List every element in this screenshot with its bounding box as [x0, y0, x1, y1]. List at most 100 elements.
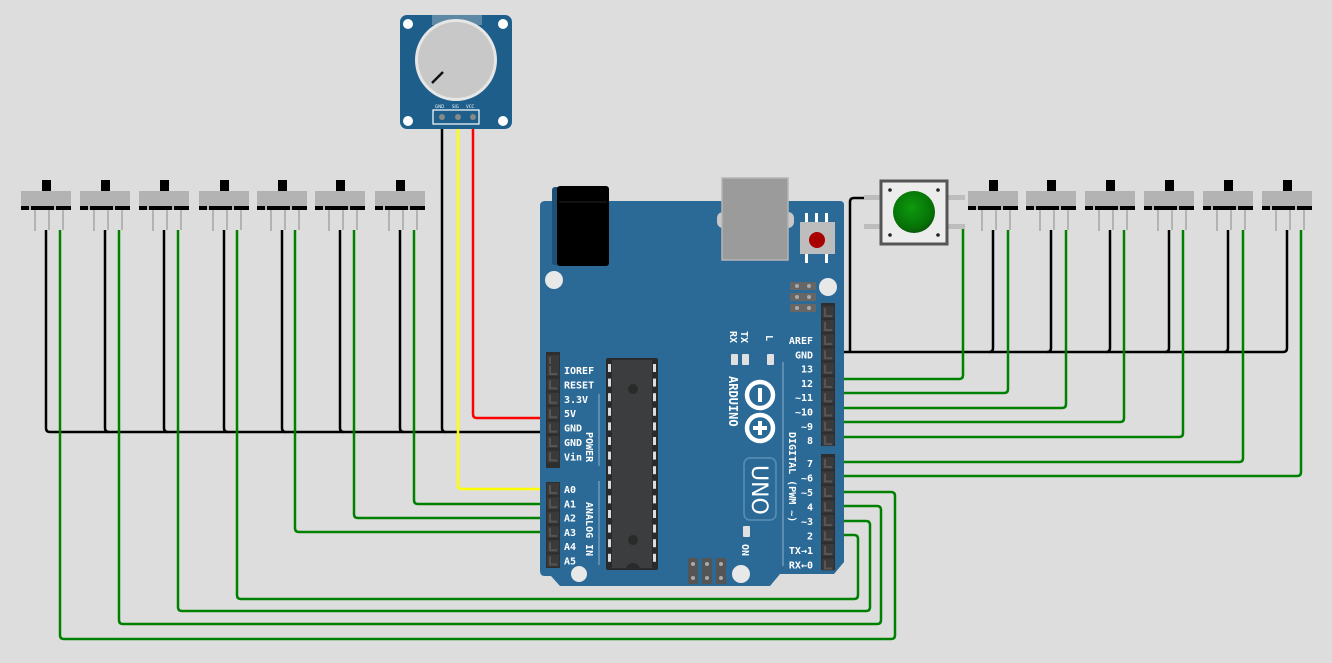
- slide-switch-sw12[interactable]: [1203, 180, 1253, 231]
- digital-pin-11[interactable]: [822, 391, 834, 404]
- wire-gnd-sw10[interactable]: [1105, 230, 1112, 354]
- digital-pin-nc[interactable]: [822, 306, 834, 318]
- digital-pin-4[interactable]: [822, 500, 834, 513]
- slide-switch-sw11[interactable]: [1144, 180, 1194, 231]
- pot-knob[interactable]: [418, 22, 494, 98]
- switch-pin[interactable]: [1098, 210, 1100, 231]
- switch-pin[interactable]: [107, 210, 109, 230]
- reset-button[interactable]: [809, 232, 825, 248]
- wire-sw12-d7[interactable]: [828, 230, 1245, 464]
- wire-vcc-pot[interactable]: [471, 118, 556, 420]
- power-pin-5v[interactable]: [547, 407, 559, 420]
- button-cap[interactable]: [893, 191, 935, 233]
- slide-switch-sw7[interactable]: [375, 180, 425, 231]
- switch-pin[interactable]: [1244, 210, 1246, 230]
- wire-sw3-d3[interactable]: [176, 230, 872, 613]
- switch-pin[interactable]: [212, 210, 214, 231]
- digital-pin-2[interactable]: [822, 529, 834, 542]
- switch-pin[interactable]: [298, 210, 300, 230]
- switch-pin[interactable]: [93, 210, 95, 231]
- slide-switch-sw2[interactable]: [80, 180, 130, 231]
- usb-port[interactable]: [721, 177, 789, 261]
- slide-switch-sw13[interactable]: [1262, 180, 1312, 231]
- pot-pin-sig[interactable]: [455, 114, 461, 120]
- analog-pin-a4[interactable]: [547, 540, 559, 553]
- switch-pin[interactable]: [1112, 210, 1114, 230]
- wire-button-d12[interactable]: [828, 226, 965, 381]
- digital-pin-tx1[interactable]: [822, 544, 834, 556]
- wire-sw9-d10[interactable]: [828, 230, 1068, 410]
- switch-pin[interactable]: [180, 210, 182, 230]
- power-pin-33v[interactable]: [547, 392, 559, 405]
- analog-pin-a0[interactable]: [547, 483, 559, 495]
- power-pin-ioref[interactable]: [547, 364, 559, 376]
- digital-pin-6[interactable]: [822, 471, 834, 484]
- switch-pin[interactable]: [328, 210, 330, 231]
- digital-pin-13[interactable]: [822, 362, 834, 375]
- switch-pin[interactable]: [981, 210, 983, 231]
- switch-pin[interactable]: [1216, 210, 1218, 231]
- digital-pin-8[interactable]: [822, 434, 834, 447]
- switch-pin[interactable]: [1275, 210, 1277, 231]
- barrel-jack[interactable]: [557, 186, 609, 266]
- wire-sw10-d9[interactable]: [828, 230, 1126, 424]
- slide-switch-sw8[interactable]: [968, 180, 1018, 231]
- wire-gnd-sw5[interactable]: [280, 230, 287, 434]
- wire-gnd-sw11[interactable]: [1164, 230, 1171, 354]
- switch-slider[interactable]: [1224, 180, 1233, 191]
- power-pin-vin[interactable]: [547, 450, 559, 463]
- analog-pin-a1[interactable]: [547, 497, 559, 510]
- switch-slider[interactable]: [396, 180, 405, 191]
- slide-switch-sw6[interactable]: [315, 180, 365, 231]
- switch-pin[interactable]: [152, 210, 154, 231]
- switch-slider[interactable]: [1047, 180, 1056, 191]
- digital-pin-12[interactable]: [822, 376, 834, 389]
- wire-gnd-sw9[interactable]: [1046, 230, 1053, 354]
- wire-gnd-button[interactable]: [848, 196, 866, 352]
- power-pin-gnd[interactable]: [547, 436, 559, 448]
- switch-slider[interactable]: [336, 180, 345, 191]
- switch-pin[interactable]: [1157, 210, 1159, 231]
- potentiometer[interactable]: GND SIG VCC: [400, 15, 512, 129]
- digital-pin-gnd[interactable]: [822, 348, 834, 361]
- switch-pin[interactable]: [388, 210, 390, 231]
- switch-pin[interactable]: [34, 210, 36, 231]
- switch-pin[interactable]: [62, 210, 64, 230]
- wire-gnd-sw4[interactable]: [222, 230, 229, 434]
- digital-pin-aref[interactable]: [822, 334, 834, 346]
- wire-gnd-sw12[interactable]: [1223, 230, 1230, 354]
- analog-pin-a5[interactable]: [547, 554, 559, 567]
- pot-pin-vcc[interactable]: [470, 114, 476, 120]
- wire-sw7-a1[interactable]: [412, 230, 556, 506]
- switch-pin[interactable]: [1039, 210, 1041, 231]
- switch-pin[interactable]: [995, 210, 997, 230]
- pushbutton[interactable]: [864, 179, 965, 246]
- digital-pin-7[interactable]: [822, 457, 834, 469]
- switch-pin[interactable]: [1171, 210, 1173, 230]
- switch-pin[interactable]: [166, 210, 168, 230]
- switch-pin[interactable]: [284, 210, 286, 230]
- wire-sw8-d11[interactable]: [828, 230, 1010, 395]
- digital-pin-10[interactable]: [822, 405, 834, 418]
- slide-switch-sw10[interactable]: [1085, 180, 1135, 231]
- digital-pin-rx0[interactable]: [822, 558, 834, 571]
- slide-switch-sw4[interactable]: [199, 180, 249, 231]
- switch-slider[interactable]: [220, 180, 229, 191]
- wire-sw5-a3[interactable]: [293, 230, 556, 534]
- switch-slider[interactable]: [1106, 180, 1115, 191]
- wire-gnd-sw6[interactable]: [338, 230, 345, 434]
- slide-switch-sw1[interactable]: [21, 180, 71, 231]
- digital-pin-nc[interactable]: [822, 320, 834, 332]
- wire-gnd-pot[interactable]: [440, 118, 447, 434]
- switch-pin[interactable]: [48, 210, 50, 230]
- wire-sw6-a2[interactable]: [352, 230, 556, 520]
- analog-pin-a2[interactable]: [547, 511, 559, 524]
- arduino-uno[interactable]: RX TX L ON ARDUINO UNO IOREFRESET3.3V5VG…: [540, 177, 844, 586]
- switch-slider[interactable]: [278, 180, 287, 191]
- switch-slider[interactable]: [989, 180, 998, 191]
- wire-gnd-sw3[interactable]: [162, 230, 169, 434]
- switch-slider[interactable]: [1165, 180, 1174, 191]
- analog-pin-a3[interactable]: [547, 525, 559, 538]
- switch-pin[interactable]: [1067, 210, 1069, 230]
- wire-sw4-d2[interactable]: [235, 230, 860, 601]
